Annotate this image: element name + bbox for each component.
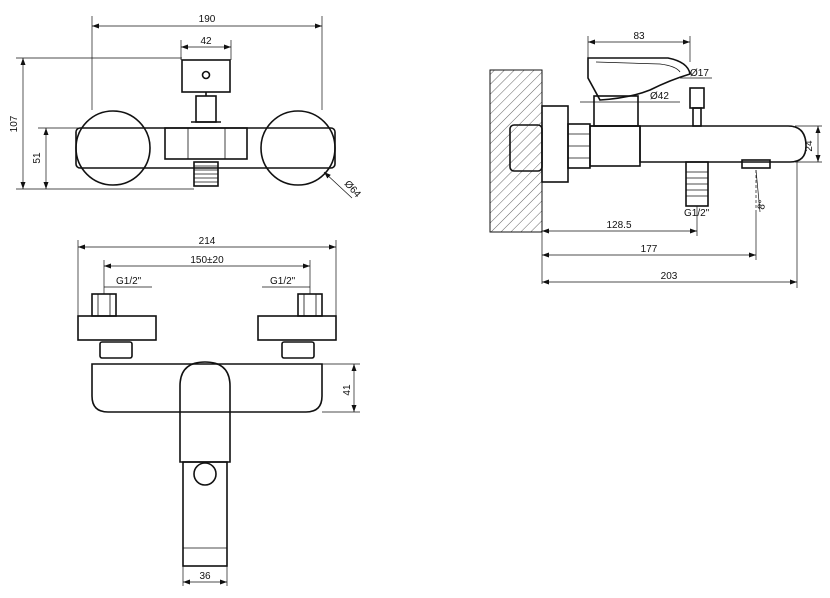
aerator (741, 159, 771, 169)
dim-128-5-label: 128.5 (606, 220, 631, 231)
top-view: 214 150±20 G1/2" G1/2" 41 36 (77, 236, 360, 586)
spout (590, 125, 807, 163)
diverter-knob (689, 87, 705, 109)
dim-42-label: 42 (200, 36, 212, 47)
thread-left-label: G1/2" (116, 276, 142, 287)
top-spout (182, 461, 228, 567)
dim-24-label: 24 (804, 140, 815, 152)
cartridge-cap (593, 95, 639, 127)
lever-stem (195, 95, 217, 123)
front-view: 190 42 107 51 Ø64 (9, 14, 363, 200)
angle-label: 8° (756, 199, 768, 210)
dim-190-label: 190 (199, 14, 216, 25)
left-flange (75, 110, 151, 186)
dim-83-label: 83 (633, 31, 645, 42)
side-body (589, 125, 641, 167)
dim-177-label: 177 (641, 244, 658, 255)
lever-handle (181, 59, 231, 93)
central-housing (164, 127, 248, 160)
flange-right (257, 315, 337, 341)
top-lever (179, 361, 231, 463)
inlet-left (91, 293, 117, 317)
thread-right-label: G1/2" (270, 276, 296, 287)
dim-107-label: 107 (9, 115, 20, 132)
top-body (91, 363, 323, 413)
diverter-top (193, 462, 217, 486)
flange-left (77, 315, 157, 341)
side-view: 83 Ø17 Ø42 24 G1/2" 8° 128.5 177 203 (489, 31, 822, 288)
dim-41-label: 41 (342, 384, 353, 396)
dim-64-label: Ø64 (342, 179, 363, 201)
nut-left (99, 341, 133, 359)
nut-right (281, 341, 315, 359)
diverter-stem (692, 107, 702, 127)
wall-flange (541, 105, 569, 183)
dim-203-label: 203 (661, 271, 678, 282)
dim-36-label: 36 (199, 571, 211, 582)
dim-42-side-label: Ø42 (650, 91, 669, 102)
lever-indicator (201, 70, 211, 80)
inlet-right (297, 293, 323, 317)
side-lever (587, 57, 691, 101)
dim-214-label: 214 (199, 236, 216, 247)
wall-section (489, 69, 543, 233)
dim-51-label: 51 (32, 152, 43, 164)
dim-17-label: Ø17 (690, 68, 709, 79)
dim-spacing-label: 150±20 (190, 255, 224, 266)
right-flange (260, 110, 336, 186)
